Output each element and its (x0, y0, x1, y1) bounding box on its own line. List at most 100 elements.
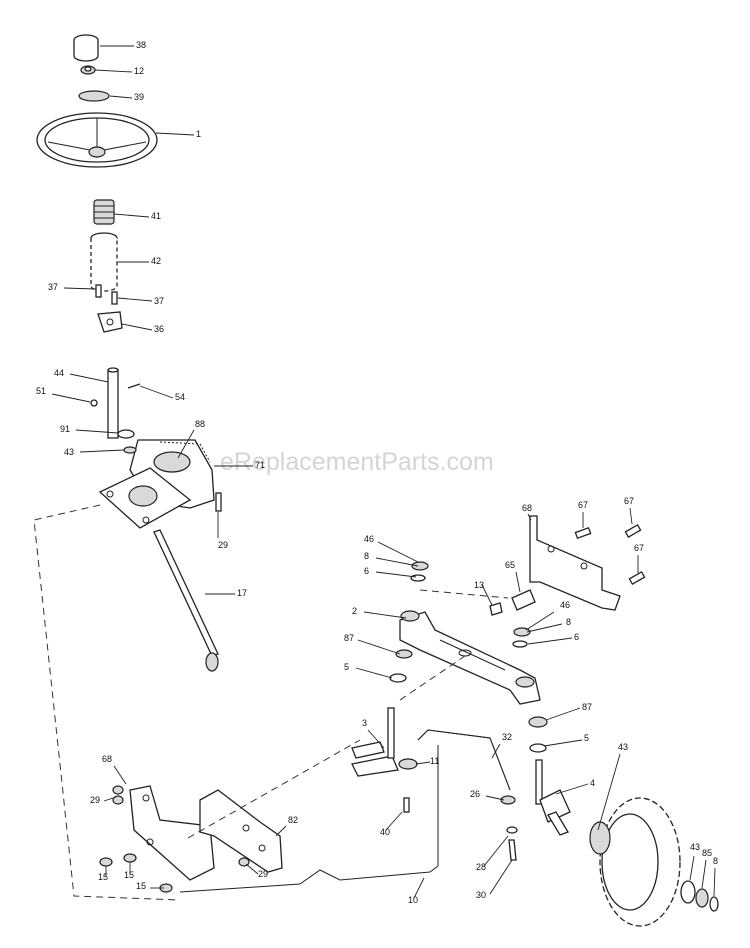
callout-number: 37 (154, 296, 164, 306)
pivot-washer-part (389, 561, 548, 753)
callout-number: 8 (566, 617, 571, 627)
callout-leader (121, 323, 153, 331)
steering-shaft-part (107, 367, 119, 439)
callout-number: 15 (124, 870, 134, 880)
callout-number: 11 (430, 756, 439, 766)
callout-leader (79, 449, 125, 453)
callout-number: 68 (522, 503, 532, 513)
steering-cap-part (73, 34, 99, 62)
callout-number: 2 (352, 606, 357, 616)
callout-number: 44 (54, 368, 64, 378)
callout-number: 41 (151, 211, 161, 221)
steering-wheel-part (36, 112, 158, 168)
front-axle-part (399, 610, 541, 705)
callout-number: 67 (578, 500, 588, 510)
callout-leader (245, 863, 259, 875)
support-plate-part (199, 789, 283, 873)
callout-number: 67 (624, 496, 634, 506)
callout-leader (355, 667, 393, 679)
callout-leader (485, 795, 505, 801)
callout-number: 87 (582, 702, 592, 712)
steering-adapter-part (97, 311, 123, 333)
callout-number: 40 (380, 827, 390, 837)
callout-leader (367, 729, 385, 749)
spindle-right-part (535, 759, 571, 836)
callout-leader (109, 95, 133, 99)
callout-leader (527, 637, 573, 645)
dashed-reference-line-3 (399, 655, 466, 701)
callout-number: 82 (288, 815, 298, 825)
bracket-bolt-part (574, 524, 646, 585)
callout-number: 13 (474, 580, 484, 590)
callout-number: 32 (502, 732, 512, 742)
callout-number: 15 (98, 872, 108, 882)
callout-leader (489, 859, 513, 895)
callout-leader (113, 213, 150, 218)
callout-leader (689, 855, 695, 881)
callout-leader (357, 639, 401, 655)
callout-number: 10 (408, 895, 418, 905)
callout-leader (63, 287, 97, 290)
nut-part (80, 65, 96, 75)
callout-leader (177, 429, 195, 459)
callout-number: 43 (690, 842, 700, 852)
column-sleeve-part (90, 232, 118, 292)
callout-number: 15 (136, 881, 146, 891)
callout-leader (375, 557, 419, 567)
callout-number: 54 (175, 392, 185, 402)
callout-leader (543, 739, 583, 747)
callout-number: 46 (364, 534, 374, 544)
callout-leader (275, 825, 287, 837)
bellows-part (93, 199, 115, 225)
washer-part (78, 90, 110, 102)
callout-leader (375, 571, 417, 578)
callout-number: 43 (618, 742, 628, 752)
callout-number: 29 (258, 869, 268, 879)
callout-number: 68 (102, 754, 112, 764)
callout-leader (555, 783, 589, 795)
callout-number: 6 (574, 632, 579, 642)
callout-number: 46 (560, 600, 570, 610)
callout-number: 29 (90, 795, 100, 805)
wheel-part (589, 797, 719, 927)
callout-leader (385, 811, 403, 831)
callout-number: 36 (154, 324, 164, 334)
callout-leader (701, 859, 707, 889)
callout-number: 85 (702, 848, 712, 858)
callout-leader (713, 867, 716, 897)
callout-leader (117, 297, 153, 302)
callout-number: 51 (36, 386, 46, 396)
callout-number: 8 (364, 551, 369, 561)
axle-bracket-part (529, 515, 621, 611)
callout-number: 1 (196, 129, 201, 139)
callout-number: 4 (590, 778, 595, 788)
callout-leader (491, 743, 501, 759)
callout-number: 65 (505, 560, 515, 570)
callout-number: 28 (476, 862, 486, 872)
dashed-reference-line (33, 504, 181, 901)
bolt-part (95, 284, 118, 305)
ball-joint-part (398, 758, 518, 861)
callout-leader (526, 623, 563, 633)
callout-leader (515, 571, 521, 593)
callout-number: 67 (634, 543, 644, 553)
callout-number: 3 (362, 718, 367, 728)
dashed-reference-line-4 (419, 589, 509, 599)
callout-leader (545, 707, 581, 721)
callout-leader (75, 429, 119, 434)
callout-number: 5 (344, 662, 349, 672)
callout-leader (527, 513, 532, 521)
callout-number: 42 (151, 256, 161, 266)
callout-number: 71 (255, 460, 265, 470)
drag-link-part (153, 529, 219, 672)
callout-number: 8 (713, 856, 718, 866)
callout-leader (597, 753, 621, 831)
callout-leader (69, 373, 109, 383)
callout-leader (525, 611, 555, 631)
callout-leader (103, 796, 117, 802)
callout-number: 12 (134, 66, 144, 76)
dashed-reference-line-2 (187, 739, 361, 839)
